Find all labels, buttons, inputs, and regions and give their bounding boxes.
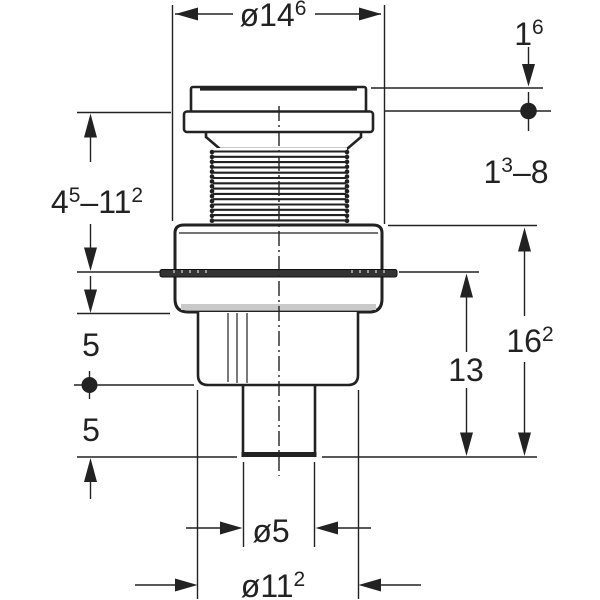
arrowhead-down xyxy=(84,247,97,271)
dim-stem-diameter: ø5 xyxy=(186,462,371,549)
dimension-dot xyxy=(520,102,537,120)
dim-top-diameter: ø146 xyxy=(171,0,386,224)
arrowhead-down xyxy=(460,432,473,456)
dim-overall-height: 162 xyxy=(322,224,554,458)
dim-lower-offset: 5 xyxy=(77,412,237,499)
label-upper-offset: 5 xyxy=(82,327,100,363)
arrowhead-left xyxy=(315,521,338,535)
arrowhead-down xyxy=(518,432,531,456)
arrowhead-up xyxy=(84,113,97,138)
dim-upper-offset: 5 xyxy=(74,276,194,399)
dimension-dot xyxy=(81,377,98,393)
arrowhead-down xyxy=(522,64,535,87)
label-stem-diameter: ø5 xyxy=(252,513,289,549)
arrowhead-up xyxy=(518,227,531,252)
push-button xyxy=(189,85,368,114)
label-plate-to-bottom: 13 xyxy=(448,352,484,388)
label-depth-range: 45–112 xyxy=(51,184,143,220)
dim-housing-diameter: ø112 xyxy=(135,390,421,600)
label-wall-range: 13–8 xyxy=(483,154,548,190)
label-housing-diameter: ø112 xyxy=(241,568,305,600)
dim-plate-to-bottom: 13 xyxy=(399,271,484,456)
arrowhead-down xyxy=(84,289,97,313)
dim-depth-range: 45–112 xyxy=(51,111,171,273)
arrowhead-right xyxy=(359,7,382,21)
lower-housing xyxy=(196,312,360,387)
arrowhead-left xyxy=(358,578,381,592)
arrowhead-up xyxy=(84,458,97,482)
outlet-stem xyxy=(241,385,317,457)
label-button-height: 16 xyxy=(514,16,543,52)
dim-button-height: 16 xyxy=(371,16,551,131)
label-top-diameter: ø146 xyxy=(240,0,307,33)
arrowhead-right xyxy=(220,521,243,535)
collar-shoulder xyxy=(204,129,363,151)
arrowhead-up xyxy=(460,273,473,298)
mounting-plate-hatch xyxy=(173,270,385,273)
arrowhead-left xyxy=(175,7,198,21)
arrowhead-right xyxy=(175,578,198,592)
label-lower-offset: 5 xyxy=(82,412,100,448)
label-overall-height: 162 xyxy=(506,323,553,359)
